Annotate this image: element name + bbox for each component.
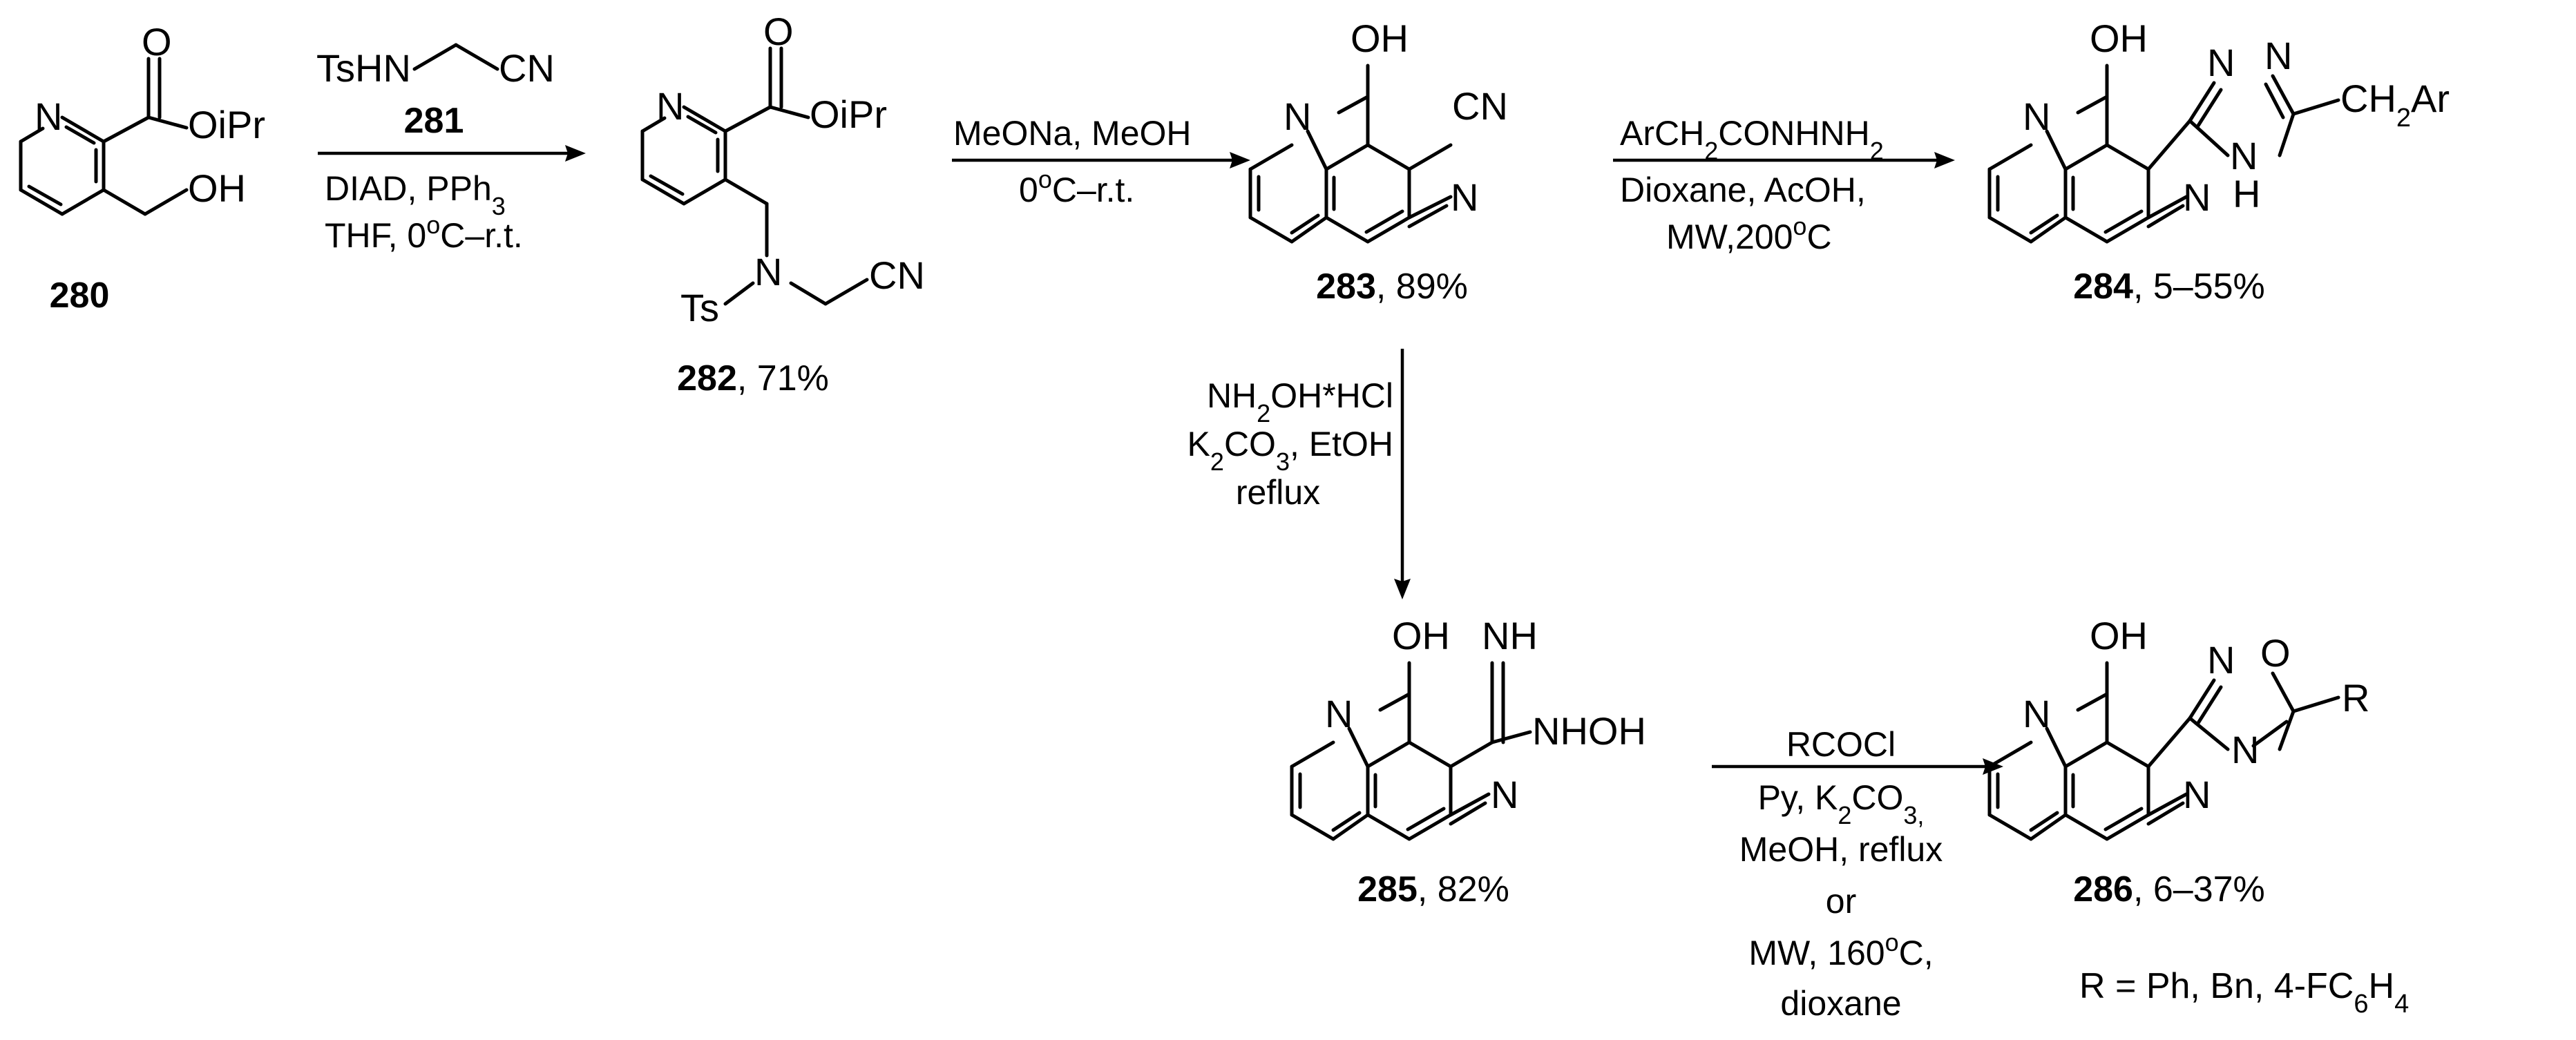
step5-condition-line6: dioxane	[1780, 984, 1901, 1023]
step5-condition-line3: MeOH, reflux	[1739, 830, 1943, 869]
compound-280-structure: N O OiPr OH 280	[19, 20, 265, 316]
step1-condition-line1: DIAD, PPh3	[325, 169, 506, 220]
atom-OH: OH	[2090, 17, 2148, 60]
compound-280-label: 280	[50, 276, 110, 316]
step2-condition-line2: 0oC–r.t.	[1019, 165, 1134, 210]
atom-N: N	[1284, 95, 1311, 138]
reagent-281-structure: TsHN CN 281	[316, 43, 555, 141]
step-5: RCOCl Py, K2CO3, MeOH, reflux or MW, 160…	[1712, 725, 2003, 1023]
atom-OiPr: OiPr	[188, 103, 265, 146]
step4-condition-line2: K2CO3, EtOH	[1187, 425, 1393, 476]
atom-N: N	[2231, 728, 2259, 771]
step-4: NH2OH*HCl K2CO3, EtOH reflux	[1187, 349, 1411, 599]
compound-284-structure: N OH N N N N H CH2Ar 284, 5–55%	[1987, 17, 2450, 307]
atom-OH: OH	[188, 166, 246, 210]
atom-O: O	[763, 10, 794, 53]
step2-condition-line1: MeONa, MeOH	[953, 114, 1192, 153]
compound-285-label: 285, 82%	[1357, 869, 1509, 909]
compound-282-structure: N O OiPr N Ts CN 282, 71%	[640, 10, 925, 398]
atom-NHOH: NHOH	[1532, 709, 1646, 753]
compound-285-structure: N OH NH NHOH N 285, 82%	[1290, 614, 1646, 909]
atom-N: N	[2230, 134, 2258, 177]
atom-N: N	[2023, 95, 2050, 138]
atom-N: N	[1451, 175, 1478, 219]
step3-condition-line3: MW,200oC	[1666, 212, 1832, 257]
atom-N: N	[2207, 638, 2235, 682]
atom-N: N	[1491, 773, 1518, 816]
atom-CN: CN	[869, 253, 925, 297]
atom-R: R	[2342, 676, 2369, 720]
reagent-281-label: 281	[404, 101, 464, 141]
step-2: MeONa, MeOH 0oC–r.t.	[952, 114, 1250, 209]
atom-N: N	[656, 84, 684, 128]
compound-282-label: 282, 71%	[677, 358, 829, 398]
atom-H: H	[2233, 172, 2260, 215]
step5-condition-line4: or	[1826, 882, 1856, 921]
step-1: TsHN CN 281 DIAD, PPh3 THF, 0oC–r.t.	[316, 43, 586, 256]
step3-condition-line1: ArCH2CONHNH2	[1620, 114, 1884, 165]
atom-OiPr: OiPr	[810, 93, 887, 136]
atom-OH: OH	[2090, 614, 2148, 657]
atom-N: N	[35, 95, 62, 138]
compound-286-structure: N OH N N O N R 286, 6–37% R = Ph, Bn, 4-…	[1987, 614, 2409, 1019]
step4-condition-line1: NH2OH*HCl	[1207, 376, 1393, 427]
atom-N: N	[2183, 175, 2211, 219]
atom-OH: OH	[1351, 17, 1409, 60]
atom-O: O	[2260, 631, 2291, 675]
atom-O: O	[142, 20, 172, 64]
atom-CH2Ar: CH2Ar	[2340, 77, 2450, 133]
atom-N: N	[2207, 41, 2235, 84]
step5-condition-line2: Py, K2CO3,	[1758, 778, 1925, 829]
step5-condition-line1: RCOCl	[1786, 725, 1896, 764]
atom-N: N	[2023, 692, 2050, 735]
atom-Ts: Ts	[680, 286, 719, 329]
step-3: ArCH2CONHNH2 Dioxane, AcOH, MW,200oC	[1613, 114, 1955, 256]
atom-CN: CN	[499, 46, 555, 90]
atom-NH: NH	[1482, 614, 1538, 657]
atom-TsHN: TsHN	[316, 46, 411, 90]
atom-N: N	[2264, 34, 2292, 77]
step3-condition-line2: Dioxane, AcOH,	[1620, 171, 1866, 209]
r-group-definition: R = Ph, Bn, 4-FC6H4	[2079, 966, 2409, 1019]
atom-N: N	[1325, 692, 1353, 735]
step1-condition-line2: THF, 0oC–r.t.	[325, 211, 523, 256]
atom-OH: OH	[1392, 614, 1450, 657]
step4-condition-line3: reflux	[1236, 473, 1320, 512]
atom-N: N	[2183, 773, 2211, 816]
compound-283-structure: N OH CN N 283, 89%	[1248, 17, 1508, 307]
compound-284-label: 284, 5–55%	[2073, 267, 2265, 307]
compound-286-label: 286, 6–37%	[2073, 869, 2265, 909]
atom-CN: CN	[1452, 84, 1508, 128]
atom-N: N	[754, 250, 782, 293]
compound-283-label: 283, 89%	[1316, 267, 1468, 307]
step5-condition-line5: MW, 160oC,	[1748, 928, 1933, 973]
